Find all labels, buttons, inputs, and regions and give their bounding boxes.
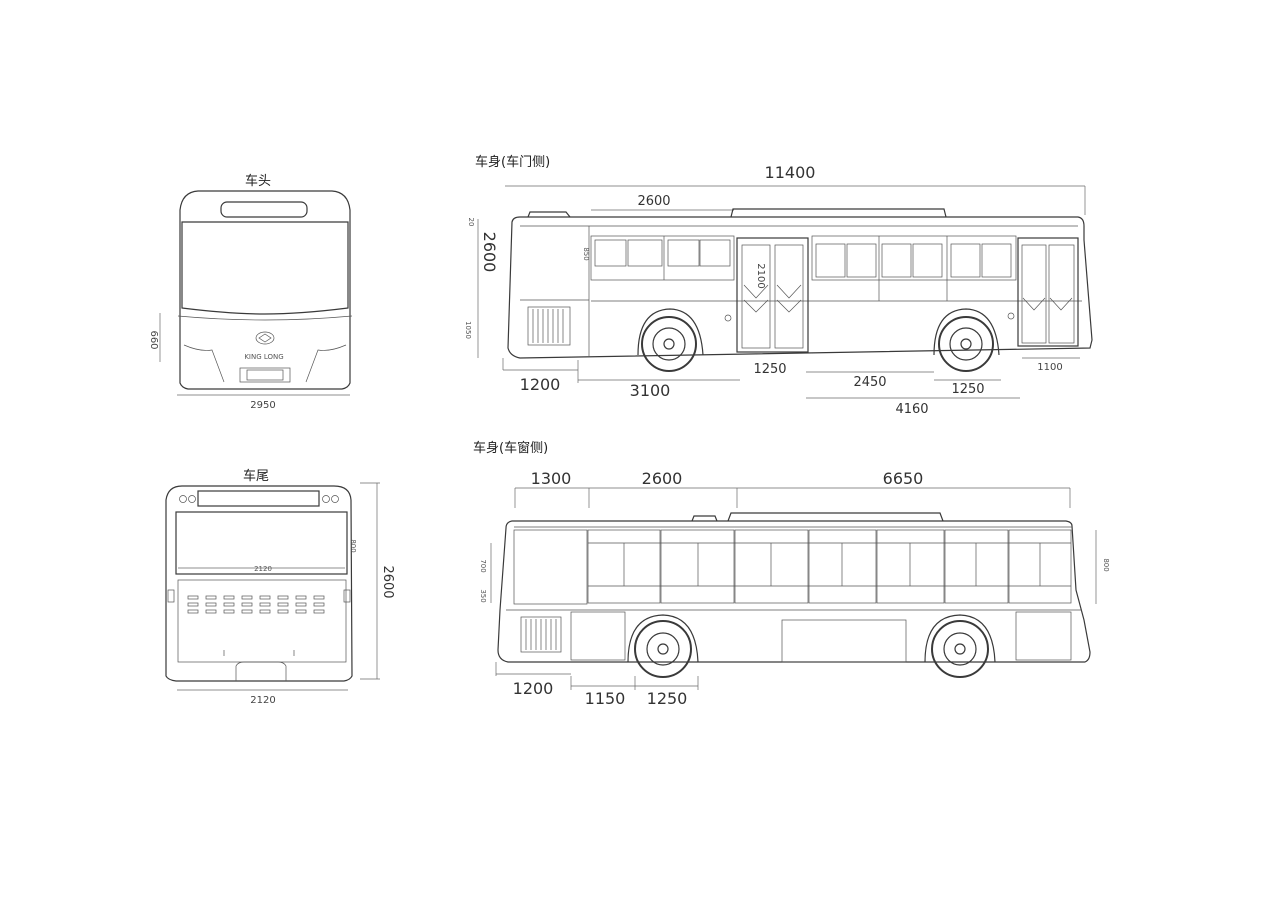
rear-vent-grille — [187, 595, 325, 614]
window-side-body — [497, 520, 1091, 663]
door-side-fuel-cap — [724, 314, 732, 322]
rear-license-box — [235, 661, 287, 681]
door-side-rear-arch — [933, 308, 1000, 356]
front-width-label: 2950 — [250, 400, 275, 411]
door-side-front-to-door-label: 3100 — [630, 381, 671, 400]
window-side-front-wheel-icon — [634, 620, 692, 678]
rear-lamp-left-1 — [179, 495, 187, 503]
door-side-rear-door — [1017, 237, 1079, 347]
door-side-window-group-2 — [811, 235, 1017, 281]
rear-height-label: 2600 — [380, 565, 395, 598]
front-lamp-label: 660 — [148, 330, 159, 349]
door-side-door2-width-label: 1100 — [1037, 362, 1062, 373]
rear-lamp-right-2 — [331, 495, 339, 503]
door-side-front-wheel-icon — [641, 316, 697, 372]
front-bumper-line — [177, 315, 353, 321]
door-side-door-height-label: 2100 — [755, 263, 766, 288]
window-side-window-row — [587, 529, 1072, 604]
door-side-top-window-label: 2600 — [637, 194, 670, 209]
window-side-panel-3 — [1015, 611, 1072, 661]
front-view-title: 车头 — [245, 173, 271, 189]
door-side-top-small-label: 20 — [467, 218, 475, 227]
front-destination-sign — [220, 201, 308, 218]
front-view: 车头 KING LONG 2950 660 — [148, 173, 353, 411]
front-license-plate — [239, 367, 291, 383]
door-side-height-label: 2600 — [480, 232, 499, 273]
window-side-vent-grille — [520, 616, 562, 653]
window-side-view: 车身(车窗侧) 1300 2600 6650 — [473, 440, 1110, 708]
window-side-dim-b: 2600 — [642, 469, 683, 488]
door-side-mid-label: 2450 — [853, 375, 886, 390]
door-side-title: 车身(车门侧) — [475, 154, 550, 170]
door-side-vent-grille — [527, 306, 571, 346]
rear-view-title: 车尾 — [243, 468, 269, 484]
door-side-front-door — [736, 237, 809, 353]
window-side-roof-vent — [691, 515, 718, 522]
window-side-window-h-label: 700 — [479, 559, 487, 572]
window-side-front-overhang-label: 1200 — [513, 679, 554, 698]
front-body-outline — [179, 190, 351, 390]
rear-engine-cover — [177, 579, 347, 663]
door-side-body — [507, 216, 1093, 359]
front-license-inner — [246, 369, 284, 381]
door-side-window-group-1 — [590, 235, 735, 281]
rear-sign — [197, 490, 320, 507]
front-left-lamp — [183, 344, 225, 383]
door-side-roof-front — [527, 211, 571, 218]
window-side-dim-a: 1300 — [531, 469, 572, 488]
front-windshield — [181, 221, 349, 315]
rear-right-indicator — [343, 589, 351, 603]
rear-window — [175, 511, 348, 575]
door-side-front-overhang-label: 1200 — [520, 375, 561, 394]
rear-inner-width-label: 2120 — [254, 565, 272, 573]
rear-lamp-right-1 — [322, 495, 330, 503]
window-side-dim-c: 6650 — [883, 469, 924, 488]
window-side-rear-wheel-icon — [931, 620, 989, 678]
door-side-rear-gap-label: 1250 — [951, 382, 984, 397]
window-side-panel-1 — [570, 611, 626, 661]
door-side-rear-wheel-icon — [938, 316, 994, 372]
window-side-wheel-a-label: 1150 — [585, 689, 626, 708]
window-side-roof-ac — [727, 512, 944, 522]
window-side-right-h-label: 800 — [1102, 558, 1110, 571]
window-side-skirt-h-label: 350 — [479, 589, 487, 602]
brand-logo-icon — [255, 331, 275, 345]
brand-logo-mark — [258, 333, 272, 343]
window-side-wheel-b-label: 1250 — [647, 689, 688, 708]
front-right-lamp — [305, 344, 347, 383]
rear-window-label: 800 — [349, 539, 357, 552]
door-side-front-arch — [637, 308, 704, 356]
window-side-panel-2 — [781, 619, 907, 663]
rear-lamp-left-2 — [188, 495, 196, 503]
front-logo-text: KING LONG — [244, 353, 283, 361]
door-side-wheel-span-label: 4160 — [895, 402, 928, 417]
door-side-roof-ac — [730, 208, 947, 218]
rear-body-outline — [165, 485, 353, 682]
door-side-door1-width-label: 1250 — [753, 362, 786, 377]
door-side-side-small-label: 1050 — [464, 321, 472, 339]
door-side-window-small-label: 850 — [582, 247, 590, 260]
window-side-front-window — [513, 529, 588, 605]
door-side-marker — [1007, 312, 1015, 320]
door-side-length-label: 11400 — [765, 163, 816, 182]
rear-view: 车尾 2120 800 2120 2600 — [165, 468, 395, 706]
rear-left-indicator — [167, 589, 175, 603]
window-side-title: 车身(车窗侧) — [473, 440, 548, 456]
rear-bottom-width-label: 2120 — [250, 695, 275, 706]
window-side-rear-arch — [924, 614, 996, 663]
window-side-front-arch — [627, 614, 699, 663]
door-side-view: 车身(车门侧) 11400 2600 210 — [464, 154, 1093, 417]
